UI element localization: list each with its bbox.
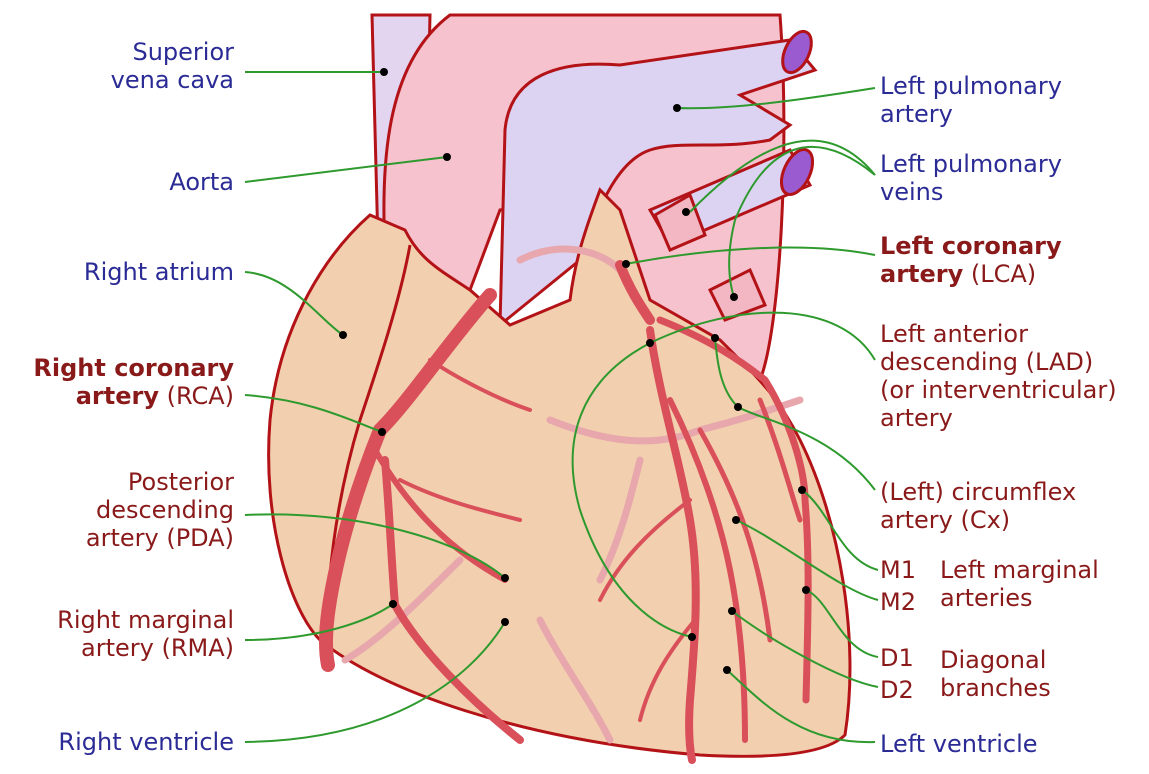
label-rca: Right coronary artery (RCA): [33, 354, 234, 410]
label-cx: (Left) circumflex artery (Cx): [880, 478, 1076, 534]
label-left-pulmonary-veins: Left pulmonary veins: [880, 150, 1062, 206]
label-right-atrium: Right atrium: [84, 258, 234, 286]
label-d1: D1: [880, 644, 914, 672]
label-right-ventricle: Right ventricle: [58, 728, 234, 756]
label-marginal-arteries: Left marginal arteries: [940, 556, 1099, 612]
label-lad: Left anterior descending (LAD) (or inter…: [880, 320, 1117, 432]
label-superior-vena-cava: Superior vena cava: [111, 38, 234, 94]
label-pda: Posterior descending artery (PDA): [86, 468, 234, 552]
label-rma: Right marginal artery (RMA): [57, 606, 234, 662]
label-aorta: Aorta: [169, 168, 234, 196]
label-m2: M2: [880, 588, 916, 616]
label-diagonal-branches: Diagonal branches: [940, 646, 1051, 702]
label-left-pulmonary-artery: Left pulmonary artery: [880, 72, 1062, 128]
label-lca: Left coronary artery (LCA): [880, 232, 1062, 288]
label-left-ventricle: Left ventricle: [880, 730, 1038, 758]
label-d2: D2: [880, 676, 914, 704]
label-m1: M1: [880, 556, 916, 584]
